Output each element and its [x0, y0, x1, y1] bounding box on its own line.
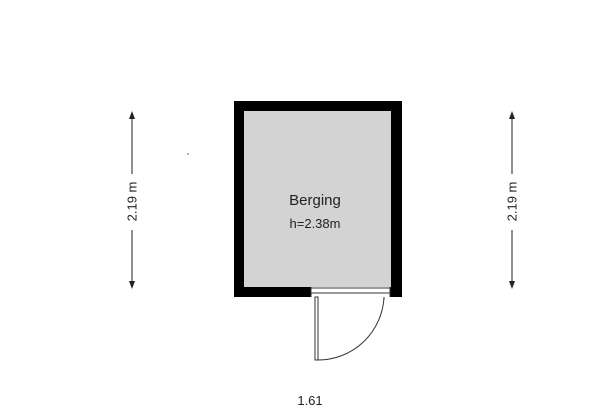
- room-name: Berging: [289, 192, 341, 209]
- room-height: h=2.38m: [289, 216, 341, 231]
- right-dimension-gap: [504, 174, 520, 230]
- right-dimension-arrow-top: [509, 111, 515, 119]
- room-floor: [244, 111, 391, 287]
- stray-dot: [187, 153, 189, 155]
- left-dimension-arrow-top: [129, 111, 135, 119]
- door-opening: [311, 287, 390, 297]
- right-dimension-label: 2.19 m: [504, 181, 520, 222]
- door-swing-arc: [317, 296, 385, 361]
- door-leaf: [314, 296, 319, 361]
- left-dimension-arrow-bottom: [129, 281, 135, 289]
- right-dimension-arrow-bottom: [509, 281, 515, 289]
- left-dimension-label: 2.19 m: [124, 181, 140, 222]
- bottom-dimension-label: 1.61: [297, 393, 323, 408]
- left-dimension-gap: [124, 174, 140, 230]
